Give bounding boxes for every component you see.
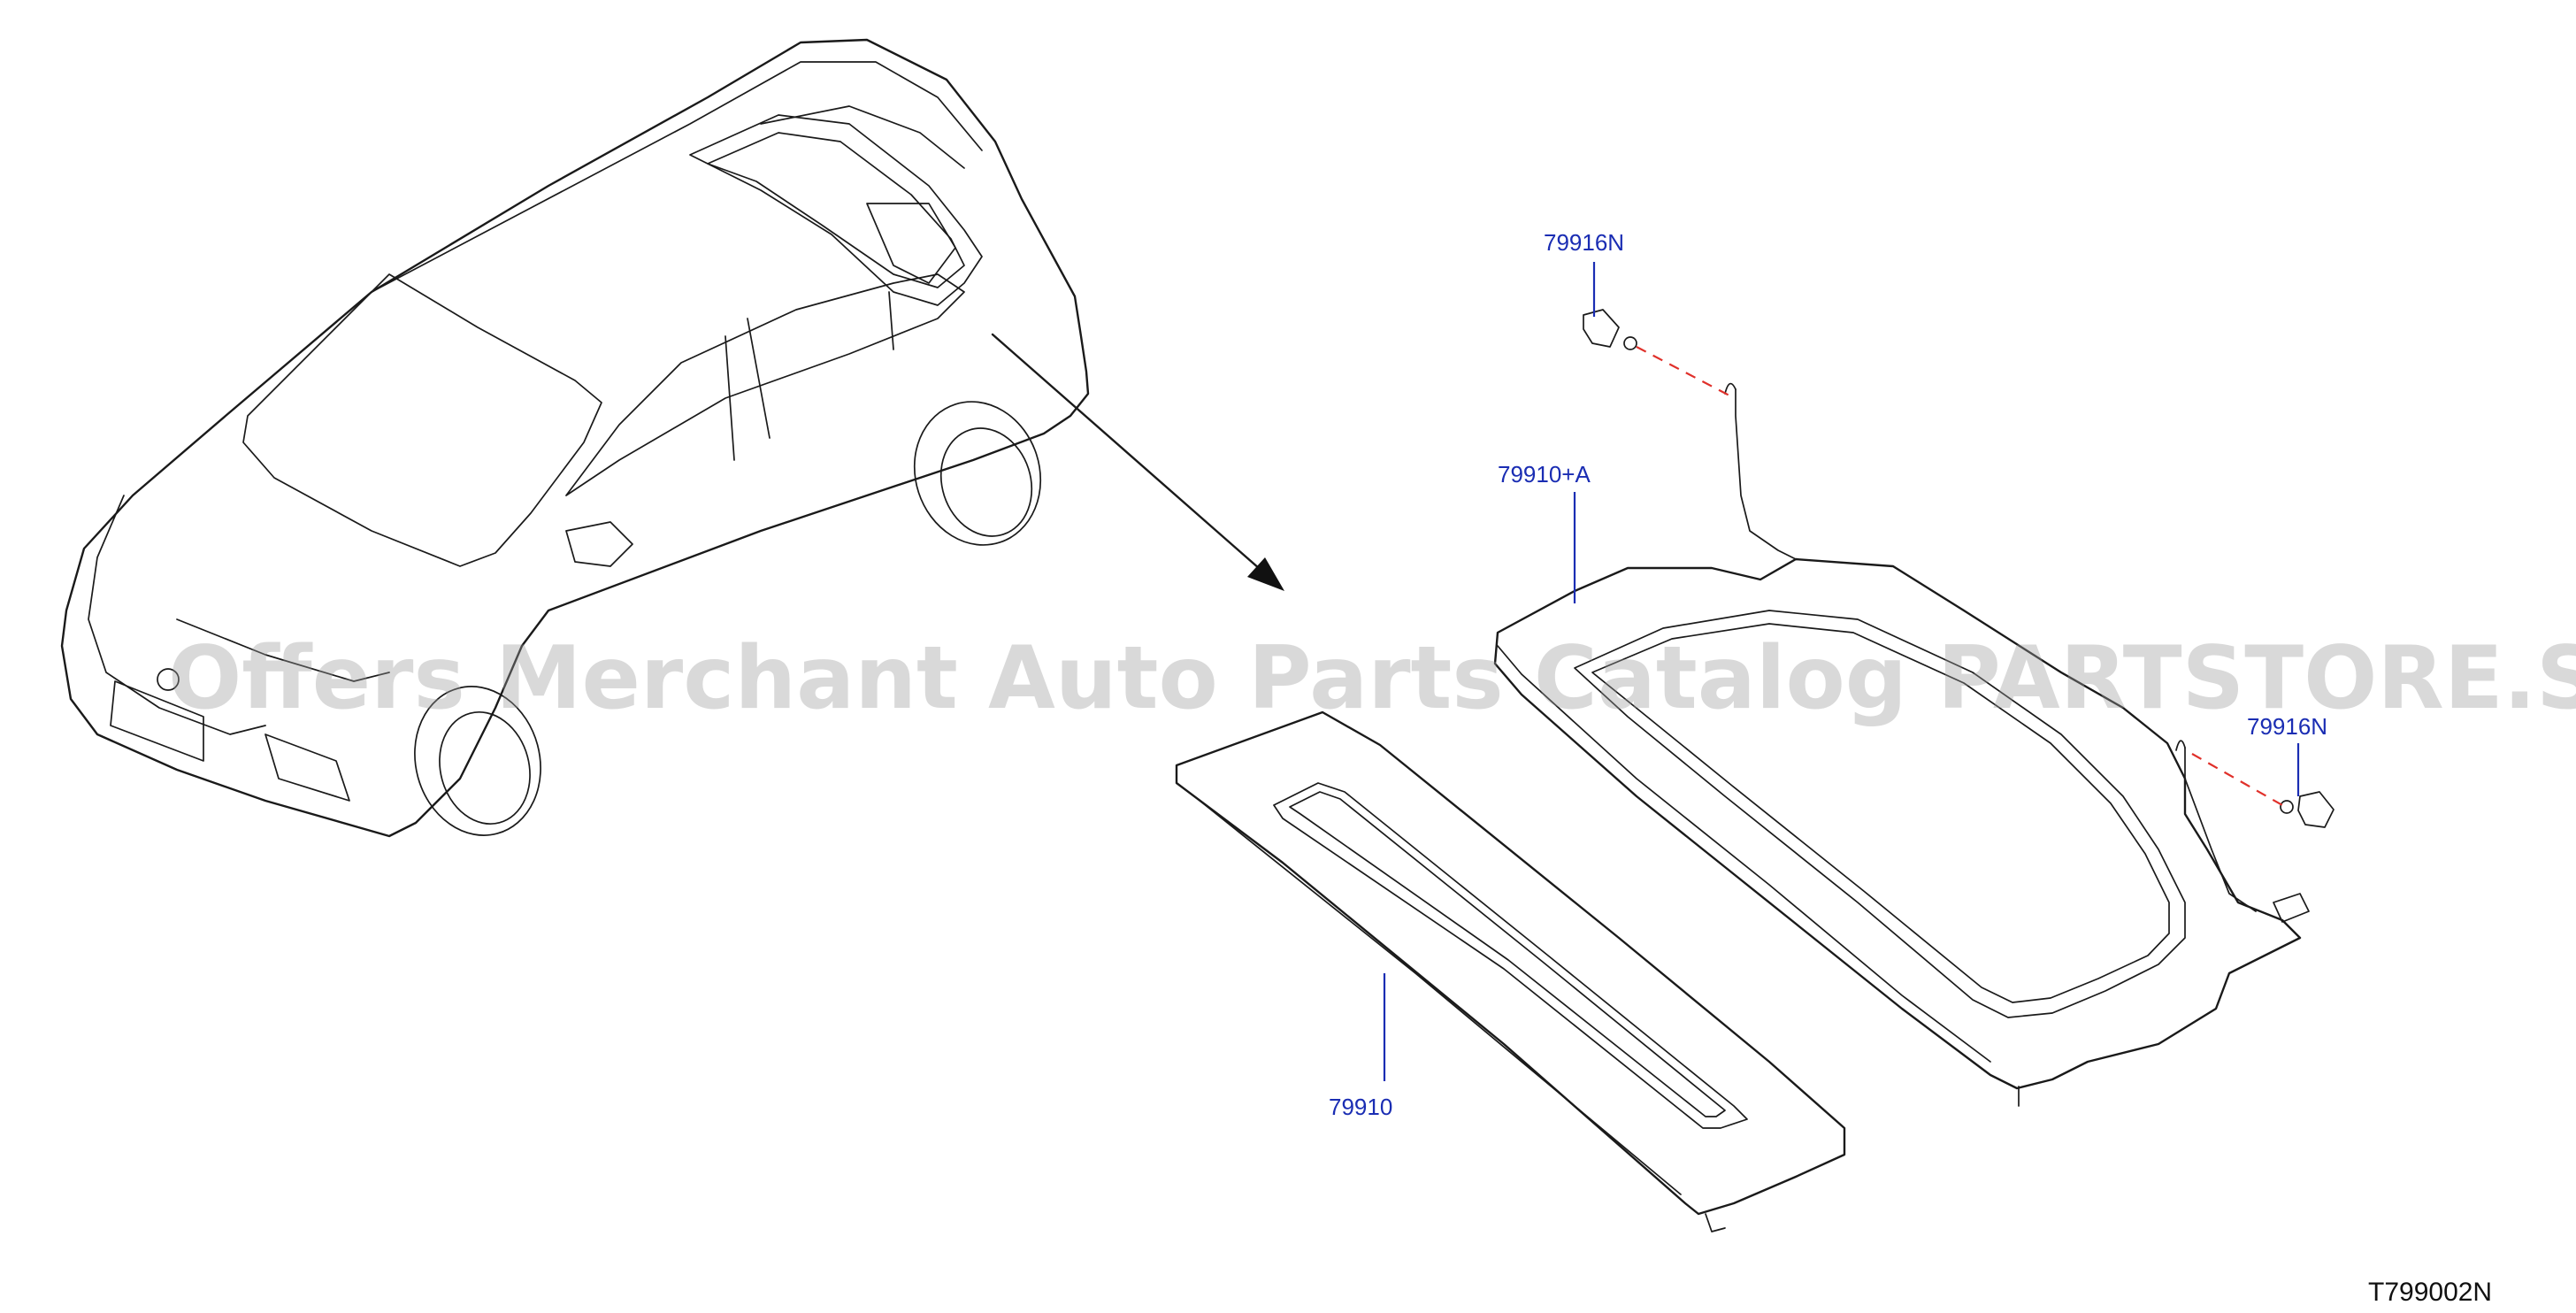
direction-arrow: [991, 333, 1284, 591]
attach-line-right: [2191, 753, 2283, 806]
vehicle-outline: [60, 38, 1090, 838]
attach-line-top: [1636, 346, 1730, 396]
clip-part-right: [2280, 791, 2334, 828]
callout-clip-right: 79916N: [2247, 713, 2327, 740]
board-outline: [1175, 710, 1846, 1232]
clip-part-top: [1583, 309, 1637, 350]
callout-clip-top: 79916N: [1544, 229, 1624, 256]
watermark: Offers Merchant Auto Parts Catalog PARTS…: [168, 628, 2576, 729]
support-cables: [1724, 382, 2257, 912]
drawing-code: T799002N: [2368, 1278, 2492, 1307]
callout-board: 79910: [1329, 1094, 1392, 1120]
callout-board-assy: 79910+A: [1498, 461, 1591, 488]
